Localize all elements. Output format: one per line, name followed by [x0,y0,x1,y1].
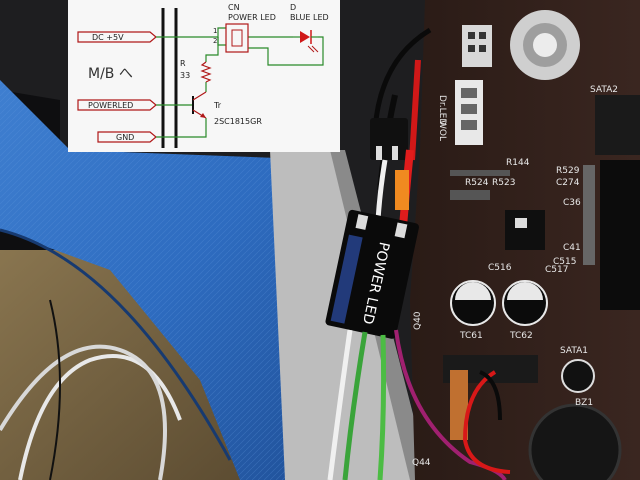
label-sata1: SATA1 [560,346,588,356]
powerled-terminal [77,99,157,111]
blue-mat-edge [0,228,232,461]
sata1-mark [561,359,595,393]
label-c41: C41 [563,243,581,253]
label-r523: R523 [492,178,515,188]
white-cable-2 [0,344,167,480]
white-cable-1 [18,354,182,480]
powerled-label: POWERLED [88,101,133,110]
label-bz1: BZ1 [575,398,593,408]
label-c515: C515 [553,257,576,267]
wire-led-return [248,36,324,66]
orange-header [450,370,468,440]
transistor-ref: Tr [213,101,222,110]
wire-pin2 [217,37,226,46]
smd-block [505,210,545,250]
gnd-terminal [97,131,157,143]
label-c274: C274 [556,178,580,188]
label-r524: R524 [465,178,489,188]
label-tc62: TC62 [509,331,533,341]
label-c517: C517 [545,265,568,275]
green-wire-1 [342,331,368,480]
resistor-r [200,61,212,83]
power-led-connector: POWER LED [325,209,419,339]
led-name: BLUE LED [290,13,329,22]
label-c36: C36 [563,198,581,208]
gnd-label: GND [116,133,134,142]
wire-gnd [156,118,207,138]
label-q40: Q40 [413,311,423,330]
label-q44: Q44 [412,458,431,468]
orange-crimp [395,170,409,210]
blue-mat-texture [0,80,345,480]
led-ref: D [290,3,296,12]
wire-to-resistor [205,37,219,62]
white-wire-top [375,159,388,221]
connector-ref: CN [228,3,240,12]
sata2-connector [595,95,640,155]
resistor-value: 33 [180,71,190,80]
upper-connector [370,118,408,160]
connector-cn [225,23,249,53]
black-cable-left [49,299,61,480]
pin-1: 1 [213,27,217,35]
led-symbol [300,31,310,43]
transistor-part: 2SC1815GR [214,117,262,126]
label-dr-led: Dr.LED [437,95,447,125]
label-c516: C516 [488,263,512,273]
buzzer-bz1 [528,403,622,480]
red-wire-bottom [462,370,511,474]
resistor-ref: R [180,59,186,68]
ic-chip [600,160,640,310]
label-r144: R144 [506,158,530,168]
schematic-diagram: DC +5V M/B へ POWERLED GND R 33 Tr 2SC181… [68,0,340,152]
connector-name: POWER LED [228,13,276,22]
mb-label: M/B へ [88,66,133,82]
dr-led-header [462,25,492,67]
label-tc61: TC61 [459,331,483,341]
white-wire-bottom [327,329,353,480]
black-wire-bottom [479,370,502,421]
label-r529: R529 [556,166,580,176]
label-sata2: SATA2 [590,85,618,95]
pin-2: 2 [213,37,217,45]
red-wire-top [409,59,421,161]
wire-dc [156,27,226,38]
green-wire-2 [377,334,387,480]
dc-terminal [77,31,157,43]
dc-label: DC +5V [92,33,124,42]
label-wol: WOL [437,120,447,141]
black-wire [372,27,432,131]
